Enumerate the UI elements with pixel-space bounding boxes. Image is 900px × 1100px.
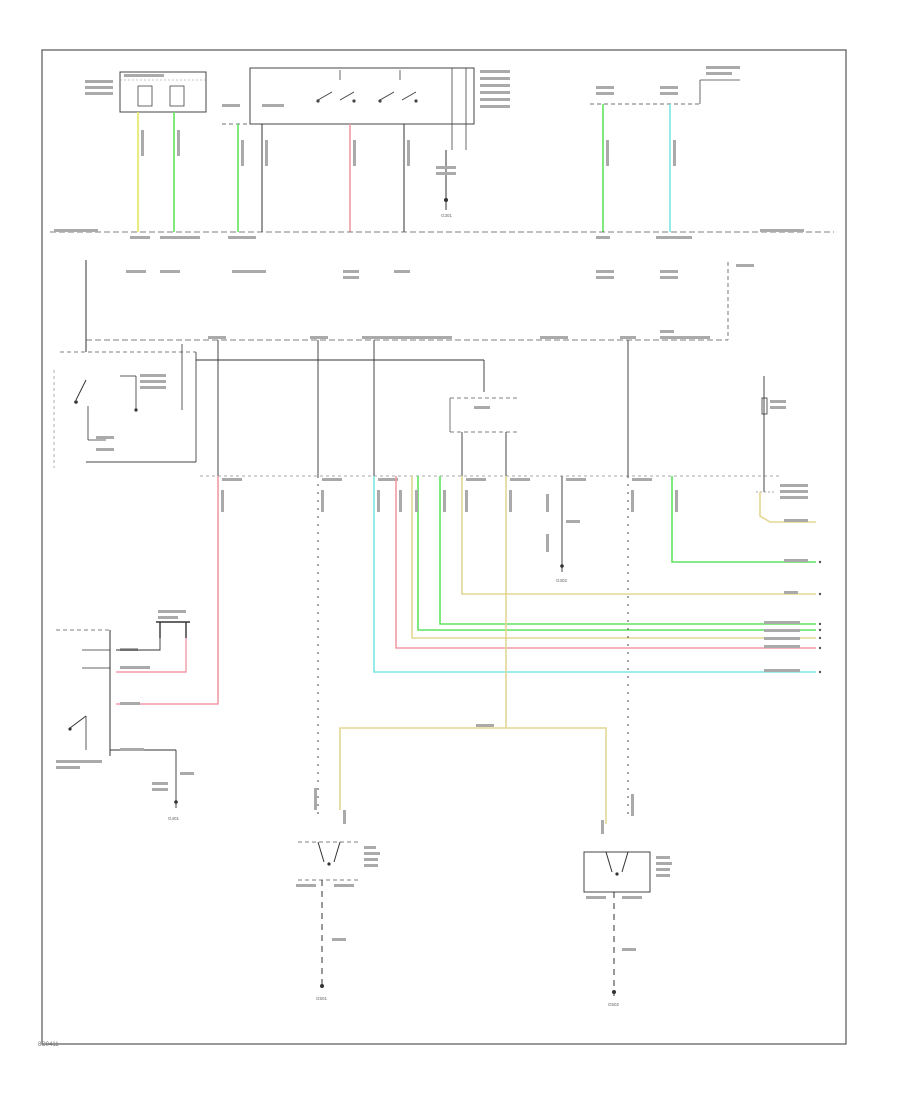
right-fuse-module xyxy=(756,376,816,523)
connector-bus xyxy=(50,229,834,239)
ground-label-center: G302 xyxy=(556,578,568,583)
harness-end-marks xyxy=(818,560,822,674)
top-right-module xyxy=(590,66,740,105)
switch-connector xyxy=(116,610,190,673)
ground-label-switch: G401 xyxy=(168,816,180,821)
top-ground: G301 xyxy=(436,150,456,218)
master-switch-box xyxy=(222,67,475,150)
harness-wire-tags xyxy=(221,490,808,727)
ground-label-top: G301 xyxy=(441,213,453,218)
top-wires xyxy=(137,104,671,232)
door-lock-switch: G401 xyxy=(56,629,194,821)
left-relay xyxy=(53,260,197,468)
center-ground: G302 xyxy=(546,476,580,583)
fuse-box-left xyxy=(119,71,207,113)
footer-code: 8C0411 xyxy=(38,1042,59,1048)
top-wire-labels xyxy=(141,130,676,166)
fuse-box-left-labels xyxy=(85,74,164,95)
master-switch-labels xyxy=(480,70,510,108)
left-lock-actuator: G501 xyxy=(296,476,380,1001)
ground-label-right-lock: G502 xyxy=(608,1002,620,1007)
right-lock-actuator: G502 xyxy=(583,476,672,1007)
bus-sub-labels xyxy=(126,270,678,279)
harness-wires xyxy=(116,476,816,824)
diagram-frame xyxy=(41,49,847,1045)
ground-label-left-lock: G501 xyxy=(316,996,328,1001)
lower-connector-row xyxy=(200,475,780,481)
center-relay xyxy=(449,397,518,476)
second-bus xyxy=(86,330,728,341)
bus-drops xyxy=(196,340,629,476)
